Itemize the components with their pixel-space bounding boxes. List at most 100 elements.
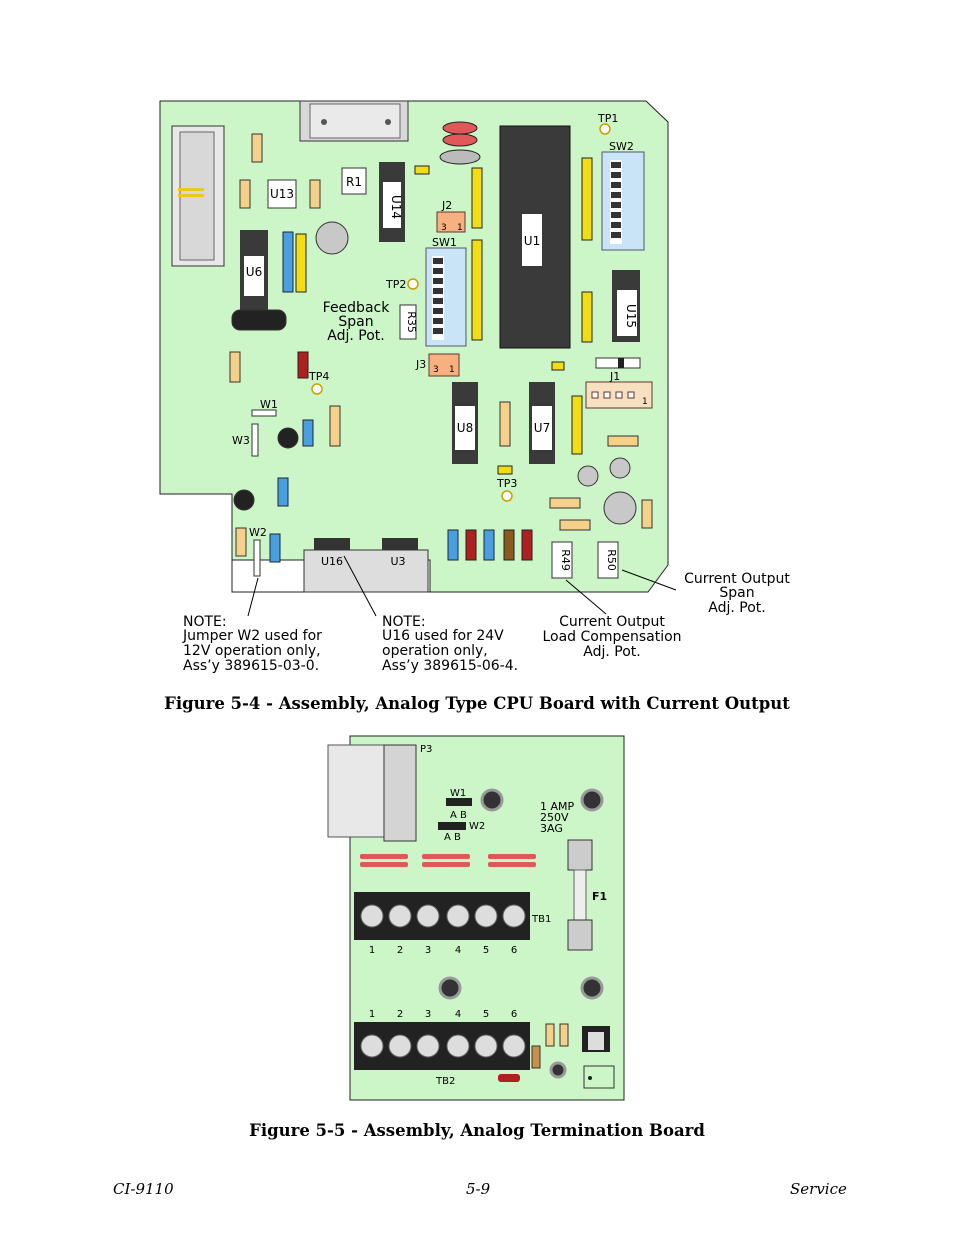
- red-capacitors: [297, 121, 533, 561]
- note-w2: NOTE: Jumper W2 used for 12V operation o…: [182, 614, 322, 674]
- termination-board: P3 W1 A B W2 A B 1 AMP 250V 3AG: [327, 735, 625, 1101]
- svg-text:U16 used for 24V: U16 used for 24V: [382, 628, 504, 644]
- ic-u8: U8: [452, 382, 478, 464]
- round-components: [231, 221, 637, 525]
- svg-text:1: 1: [369, 945, 375, 956]
- svg-text:3: 3: [441, 223, 447, 233]
- r1-label: R1: [346, 175, 362, 189]
- w3-label: W3: [232, 434, 250, 447]
- ic-u7: U7: [529, 382, 555, 464]
- fuse-label-2: 250V: [540, 811, 569, 824]
- p3-label: P3: [420, 744, 432, 755]
- connector-j1: 1: [585, 381, 653, 409]
- svg-text:2: 2: [397, 945, 403, 956]
- w1-ab-label: A B: [450, 810, 467, 821]
- svg-text:1: 1: [642, 397, 648, 407]
- svg-text:U16: U16: [321, 555, 343, 568]
- svg-text:4: 4: [455, 1009, 461, 1020]
- ribbon-p3: [327, 744, 417, 842]
- svg-text:Ass’y 389615-03-0.: Ass’y 389615-03-0.: [183, 658, 319, 674]
- relay: [299, 100, 409, 142]
- tp2-label: TP2: [385, 278, 406, 291]
- tp4-label: TP4: [308, 370, 329, 383]
- svg-text:1: 1: [369, 1009, 375, 1020]
- feedback-label-3: Adj. Pot.: [327, 328, 384, 344]
- svg-text:3: 3: [425, 1009, 431, 1020]
- regulators: U16 U3: [303, 538, 429, 593]
- svg-text:5: 5: [483, 945, 489, 956]
- w1-label: W1: [260, 398, 278, 411]
- note-u16: NOTE: U16 used for 24V operation only, A…: [382, 614, 518, 674]
- svg-text:U3: U3: [390, 555, 405, 568]
- jumper-j2: 3 1: [436, 211, 466, 233]
- resistors: [229, 133, 653, 557]
- svg-text:6: 6: [511, 1009, 517, 1020]
- cpu-board: U1 U6 U14 U15 U8 U7 U13: [159, 100, 669, 593]
- ic-u15: U15: [612, 270, 640, 342]
- w2b-label: W2: [469, 821, 485, 832]
- svg-text:12V operation only,: 12V operation only,: [183, 643, 321, 659]
- dip-switch-sw1: [425, 247, 467, 347]
- dip-switch-sw2: [601, 151, 645, 251]
- test-points: [311, 123, 611, 502]
- mounting-holes: [438, 788, 604, 1079]
- footer-doc-id: CI-9110: [113, 1180, 174, 1198]
- svg-text:NOTE:: NOTE:: [183, 614, 227, 630]
- f1-label: F1: [592, 890, 607, 903]
- tp1-label: TP1: [597, 112, 618, 125]
- svg-text:U14: U14: [389, 195, 403, 219]
- sw2-label: SW2: [609, 140, 634, 153]
- figure-5-5-caption: Figure 5-5 - Assembly, Analog Terminatio…: [249, 1121, 705, 1140]
- tb2-label: TB2: [435, 1076, 455, 1087]
- fuse-label-3: 3AG: [540, 822, 563, 835]
- ic-u14: U14: [379, 162, 405, 242]
- footer-page-number: 5-9: [466, 1180, 491, 1198]
- svg-text:U7: U7: [534, 421, 550, 435]
- footer-section: Service: [790, 1180, 847, 1198]
- u13-label: U13: [270, 187, 294, 201]
- svg-text:operation only,: operation only,: [382, 643, 488, 659]
- r35-label: R35: [405, 311, 418, 333]
- r49-label: R49: [559, 549, 572, 571]
- svg-text:2: 2: [397, 1009, 403, 1020]
- svg-text:Span: Span: [719, 585, 754, 601]
- sw1-label: SW1: [432, 236, 457, 249]
- w1b-label: W1: [450, 788, 466, 799]
- svg-text:U6: U6: [246, 265, 262, 279]
- leader-lines: [247, 555, 677, 617]
- fuse-label-1: 1 AMP: [540, 800, 575, 813]
- svg-text:Adj. Pot.: Adj. Pot.: [583, 644, 640, 660]
- svg-text:U15: U15: [624, 304, 638, 328]
- svg-text:6: 6: [511, 945, 517, 956]
- svg-text:1: 1: [457, 223, 463, 233]
- j2-label: J2: [441, 199, 452, 212]
- u1-label: U1: [524, 234, 540, 248]
- j1-label: J1: [609, 370, 620, 383]
- ic-u6: U6: [240, 230, 268, 310]
- load-callout: Current Output Load Compensation Adj. Po…: [542, 614, 681, 660]
- ribbon-connector: [171, 125, 225, 267]
- fuse-f1: [567, 839, 593, 951]
- svg-text:Jumper W2 used for: Jumper W2 used for: [182, 628, 322, 644]
- svg-text:3: 3: [433, 365, 439, 375]
- svg-text:Ass’y 389615-06-4.: Ass’y 389615-06-4.: [382, 658, 518, 674]
- tb1-label: TB1: [531, 914, 551, 925]
- yellow-components: [295, 157, 593, 475]
- j3-label: J3: [415, 358, 426, 371]
- terminal-block-tb1: [354, 892, 530, 940]
- ic-u1: U1: [499, 125, 571, 349]
- w2-ab-label: A B: [444, 832, 461, 843]
- svg-text:NOTE:: NOTE:: [382, 614, 426, 630]
- terminal-block-tb2: [354, 1022, 530, 1070]
- svg-text:Current Output: Current Output: [684, 571, 790, 587]
- feedback-label-1: Feedback: [323, 300, 391, 316]
- svg-text:4: 4: [455, 945, 461, 956]
- red-beads: [360, 854, 536, 867]
- svg-text:5: 5: [483, 1009, 489, 1020]
- figure-5-4-caption: Figure 5-4 - Assembly, Analog Type CPU B…: [164, 694, 790, 713]
- svg-text:Adj. Pot.: Adj. Pot.: [708, 600, 765, 616]
- blue-capacitors: [269, 231, 495, 563]
- svg-text:U8: U8: [457, 421, 473, 435]
- feedback-label-2: Span: [338, 314, 373, 330]
